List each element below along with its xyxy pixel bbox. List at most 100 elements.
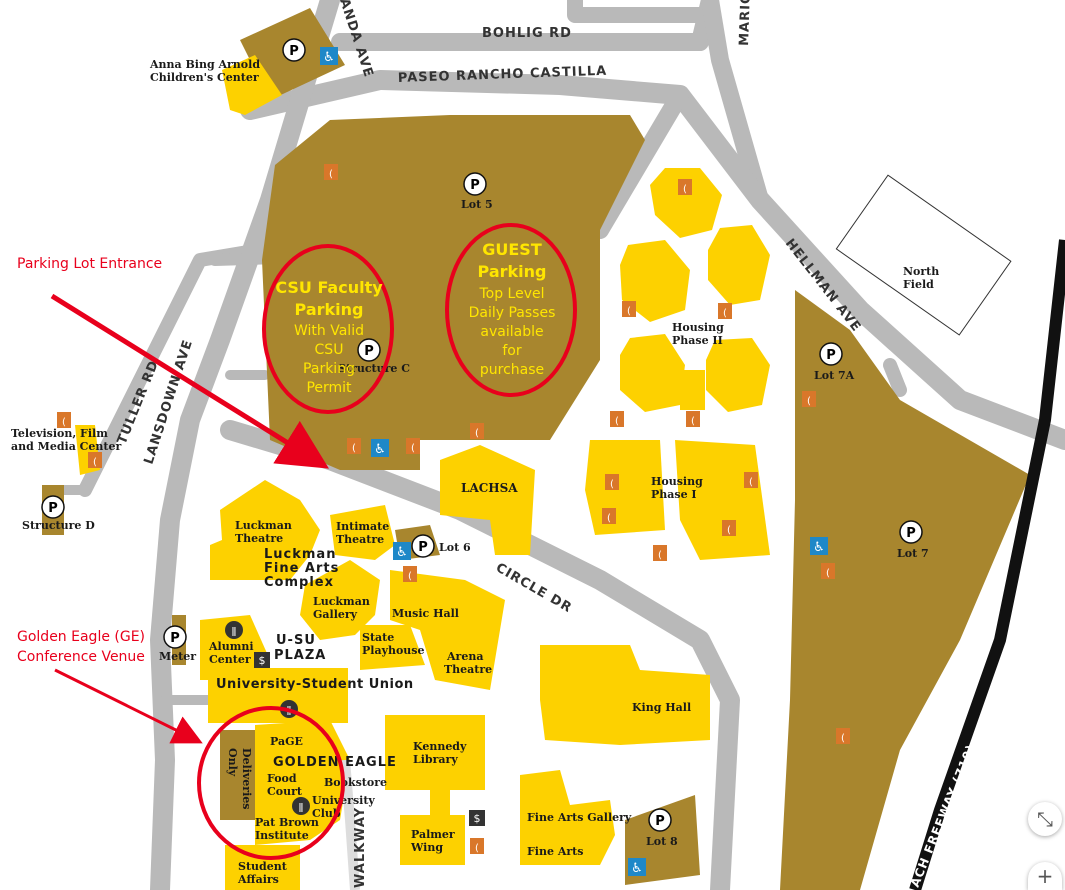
faculty-parking-circle: [262, 244, 394, 414]
label-housing1-2: Phase I: [651, 488, 697, 501]
label-gallery-1: Luckman: [313, 595, 370, 608]
atm-icon: $: [254, 652, 270, 668]
label-north-field-2: Field: [903, 278, 934, 291]
building-fine-arts[interactable]: [520, 770, 615, 865]
svg-text:(: (: [411, 443, 415, 454]
dining-icon: ǁ: [292, 797, 310, 815]
parking-marker-anna-bing[interactable]: P: [282, 38, 306, 62]
phone-icon: (: [722, 520, 736, 536]
label-alumni-1: Alumni: [208, 640, 254, 653]
parking-marker-lot-7a[interactable]: P: [819, 342, 843, 366]
label-lot-5: Lot 5: [461, 198, 493, 211]
parking-marker-structure-d[interactable]: P: [41, 495, 65, 519]
phone-icon: (: [605, 474, 619, 490]
label-golden-eagle: GOLDEN EAGLE: [273, 755, 397, 770]
building-usu[interactable]: [208, 668, 348, 723]
building-state-playhouse[interactable]: [360, 625, 425, 670]
label-kennedy-2: Library: [413, 753, 458, 766]
parking-lot-5-structure-c[interactable]: [262, 115, 645, 470]
parking-marker-lot-8[interactable]: P: [648, 808, 672, 832]
building-intimate-theatre[interactable]: [330, 505, 395, 560]
label-lfac-2: Fine Arts: [264, 561, 339, 576]
phone-icon: (: [470, 423, 484, 439]
parking-marker-lot-6[interactable]: P: [411, 534, 435, 558]
dining-icon: ǁ: [225, 621, 243, 639]
building-housing-phase-2[interactable]: [620, 168, 770, 412]
phone-icon: (: [470, 838, 484, 854]
building-kennedy-library[interactable]: [385, 715, 485, 815]
guest-text-2: Top Level: [478, 286, 544, 302]
label-state-1: State: [362, 631, 394, 644]
phone-icon: (: [821, 563, 835, 579]
parking-marker-meter[interactable]: P: [163, 625, 187, 649]
guest-parking-circle: [445, 223, 577, 397]
building-music-hall[interactable]: [390, 570, 505, 690]
buildings: [75, 55, 770, 890]
svg-text:P: P: [48, 501, 58, 516]
road-marion: [567, 0, 708, 23]
building-luckman-gallery[interactable]: [300, 560, 380, 640]
svg-text:♿: ♿: [323, 50, 335, 65]
svg-text:$: $: [474, 812, 481, 825]
label-uclub-1: University: [312, 794, 375, 807]
guest-text-0: GUEST: [482, 240, 542, 259]
faculty-text-3: CSU: [315, 342, 344, 358]
svg-text:(: (: [62, 417, 66, 428]
phone-icon: (: [744, 472, 758, 488]
label-intimate-1: Intimate: [336, 520, 389, 533]
label-fine-arts-gallery: Fine Arts Gallery: [527, 811, 632, 824]
phone-icon: (: [347, 438, 361, 454]
entrance-arrow: [50, 293, 329, 469]
building-golden-eagle[interactable]: [255, 720, 350, 845]
freeway-710: [909, 239, 1065, 890]
label-arena-1: Arena: [446, 650, 483, 663]
label-anna-bing-1: Anna Bing Arnold: [149, 58, 260, 71]
label-deliveries-2: Only: [226, 748, 239, 777]
road-paseo: [240, 70, 1065, 450]
svg-text:(: (: [749, 477, 753, 488]
label-anna-bing-2: Children's Center: [150, 71, 259, 84]
svg-text:(: (: [691, 416, 695, 427]
label-student-1: Student: [238, 860, 288, 873]
faculty-text-4: Parking: [303, 361, 355, 377]
label-intimate-2: Theatre: [336, 533, 384, 546]
svg-text:P: P: [826, 348, 836, 363]
label-housing2-2: Phase II: [672, 334, 723, 347]
label-alumni-2: Center: [209, 653, 251, 666]
label-pat-brown-1: Pat Brown: [255, 816, 319, 829]
atm-icon: $: [469, 810, 485, 826]
zoom-in-button[interactable]: +: [1028, 862, 1062, 890]
svg-text:(: (: [475, 428, 479, 439]
guest-text-1: Parking: [478, 262, 547, 281]
faculty-text-2: With Valid: [294, 323, 364, 339]
parking-marker-lot-5[interactable]: P: [463, 172, 487, 196]
guest-text-3: Daily Passes: [469, 305, 556, 321]
label-lot-8: Lot 8: [646, 835, 678, 848]
parking-marker-structure-c[interactable]: P: [357, 338, 381, 362]
parking-marker-lot-7[interactable]: P: [899, 520, 923, 544]
label-fine-arts: Fine Arts: [527, 845, 583, 858]
svg-text:(: (: [826, 568, 830, 579]
svg-text:(: (: [615, 416, 619, 427]
building-lachsa[interactable]: [440, 445, 535, 555]
parking-markers: P P P P P P P P P: [41, 38, 923, 832]
building-alumni-center[interactable]: [200, 615, 270, 680]
north-field[interactable]: [835, 174, 1012, 336]
label-deliveries-1: Deliveries: [240, 748, 253, 809]
road-hellman-spur: [883, 358, 907, 397]
exit-fullscreen-button[interactable]: ⤡: [1028, 802, 1062, 836]
building-anna-bing[interactable]: [222, 55, 282, 115]
svg-text:(: (: [683, 184, 687, 195]
building-student-affairs[interactable]: [225, 845, 300, 890]
faculty-text-5: Permit: [306, 380, 352, 396]
phone-icon: (: [57, 412, 71, 428]
accessible-icon: ♿: [810, 537, 828, 555]
building-king-hall[interactable]: [540, 645, 710, 745]
svg-text:(: (: [727, 525, 731, 536]
building-luckman-theatre[interactable]: [210, 480, 320, 580]
building-palmer-wing[interactable]: [400, 815, 465, 865]
label-structure-d: Structure D: [22, 519, 95, 532]
phone-icon: (: [622, 301, 636, 317]
label-lfac-3: Complex: [264, 575, 334, 590]
